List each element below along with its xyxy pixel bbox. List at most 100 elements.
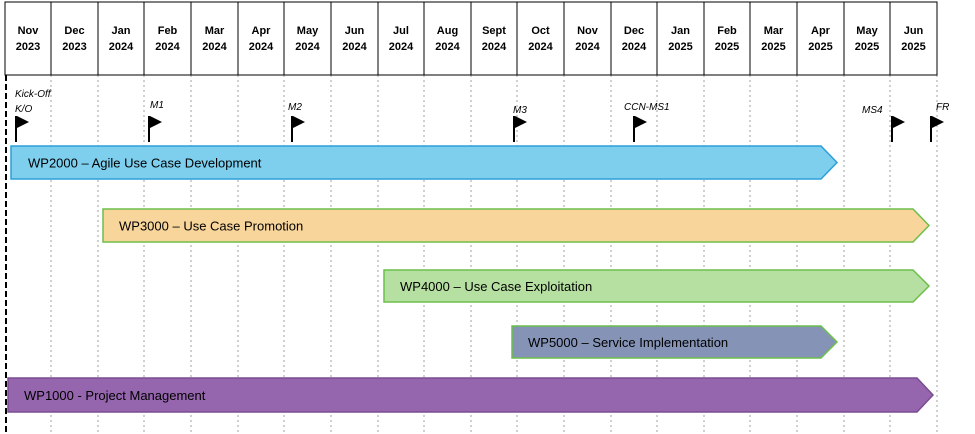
year-label: 2025 [901, 41, 925, 53]
month-header-cell: Mar 2024 [190, 1, 239, 76]
flag-icon [930, 116, 944, 142]
work-package-label: WP2000 – Agile Use Case Development [28, 156, 262, 171]
month-label: Dec [64, 25, 84, 37]
year-label: 2024 [109, 41, 134, 53]
month-label: Mar [764, 25, 784, 37]
month-header-cell: Apr 2025 [796, 1, 845, 76]
work-package-label: WP3000 – Use Case Promotion [119, 219, 303, 234]
milestone-label: MS4 [862, 105, 883, 116]
milestone-label: FR [936, 102, 949, 113]
year-label: 2025 [761, 41, 785, 53]
year-label: 2024 [528, 41, 553, 53]
milestone-label: Kick-Off [15, 89, 52, 100]
milestone-label: M1 [150, 100, 164, 111]
month-header-cell: Sept 2024 [470, 1, 518, 76]
month-label: May [856, 25, 878, 37]
flag-icon [15, 116, 29, 142]
work-package-bars: WP2000 – Agile Use Case DevelopmentWP300… [7, 145, 935, 413]
month-label: Jan [112, 25, 131, 37]
milestone-m1: M1 [148, 100, 164, 142]
flag-icon [291, 116, 305, 142]
arrow-shape [10, 145, 839, 180]
month-header-cell: Apr 2024 [237, 1, 285, 76]
milestone-ccn-ms1: CCN-MS1 [624, 102, 670, 142]
month-header-cell: Feb 2025 [703, 1, 751, 76]
flag-icon [633, 116, 647, 142]
arrow-shape [7, 377, 935, 413]
month-label: Sept [482, 25, 506, 37]
year-label: 2024 [202, 41, 227, 53]
milestone-label: M2 [288, 102, 302, 113]
year-label: 2024 [435, 41, 460, 53]
month-label: Jan [671, 25, 690, 37]
month-header-cell: Jan 2025 [656, 1, 705, 76]
year-label: 2024 [575, 41, 600, 53]
arrow-shape [511, 325, 839, 359]
month-label: Nov [18, 25, 40, 37]
month-label: Dec [624, 25, 644, 37]
month-label: May [297, 25, 319, 37]
month-label: Aug [437, 25, 458, 37]
month-header-cell: Nov 2023 [4, 1, 52, 76]
wp2000-bar: WP2000 – Agile Use Case Development [10, 145, 839, 180]
month-label: Apr [811, 25, 831, 37]
wp1000-bar: WP1000 - Project Management [7, 377, 935, 413]
month-grid [5, 75, 938, 434]
month-label: Jun [345, 25, 365, 37]
milestone-fr: FR [930, 102, 949, 142]
year-label: 2024 [389, 41, 414, 53]
milestone-label: M3 [513, 105, 527, 116]
year-label: 2024 [295, 41, 320, 53]
year-label: 2025 [715, 41, 739, 53]
work-package-label: WP1000 - Project Management [24, 388, 206, 403]
month-label: Jul [393, 25, 409, 37]
flag-icon [891, 116, 905, 142]
month-label: Oct [531, 25, 550, 37]
month-label: Mar [205, 25, 225, 37]
year-label: 2023 [16, 41, 40, 53]
month-label: Feb [158, 25, 178, 37]
month-header-cell: Jul 2024 [377, 1, 425, 76]
arrow-shape [383, 269, 931, 303]
month-header-cell: Jun 2025 [889, 1, 938, 76]
month-header-cell: Nov 2024 [563, 1, 612, 76]
month-header-cell: May 2025 [843, 1, 891, 76]
month-header-cell: Dec 2024 [610, 1, 658, 76]
milestone-m3: M3 [513, 105, 527, 142]
milestone-ms4: MS4 [862, 105, 905, 142]
flag-icon [513, 116, 527, 142]
year-label: 2024 [622, 41, 647, 53]
wp4000-bar: WP4000 – Use Case Exploitation [383, 269, 931, 303]
month-label: Feb [717, 25, 737, 37]
milestone-label: K/O [15, 104, 32, 115]
month-label: Jun [904, 25, 924, 37]
flag-icon [148, 116, 162, 142]
year-label: 2024 [155, 41, 180, 53]
month-header-cell: May 2024 [283, 1, 332, 76]
year-label: 2025 [808, 41, 832, 53]
month-header-cell: Aug 2024 [423, 1, 472, 76]
month-header-cell: Mar 2025 [749, 1, 798, 76]
month-header-cell: Feb 2024 [143, 1, 192, 76]
year-label: 2025 [855, 41, 879, 53]
year-label: 2025 [668, 41, 692, 53]
milestone-label: CCN-MS1 [624, 102, 670, 113]
wp3000-bar: WP3000 – Use Case Promotion [102, 208, 931, 243]
work-package-label: WP5000 – Service Implementation [528, 335, 728, 350]
work-package-label: WP4000 – Use Case Exploitation [400, 279, 592, 294]
month-header-cell: Dec 2023 [50, 1, 99, 76]
month-header-cell: Oct 2024 [516, 1, 565, 76]
milestone-m2: M2 [288, 102, 305, 142]
year-label: 2024 [482, 41, 507, 53]
month-label: Apr [252, 25, 272, 37]
year-label: 2024 [249, 41, 274, 53]
wp5000-bar: WP5000 – Service Implementation [511, 325, 839, 359]
year-label: 2023 [62, 41, 86, 53]
month-header-cell: Jan 2024 [97, 1, 145, 76]
month-label: Nov [577, 25, 599, 37]
arrow-shape [102, 208, 931, 243]
